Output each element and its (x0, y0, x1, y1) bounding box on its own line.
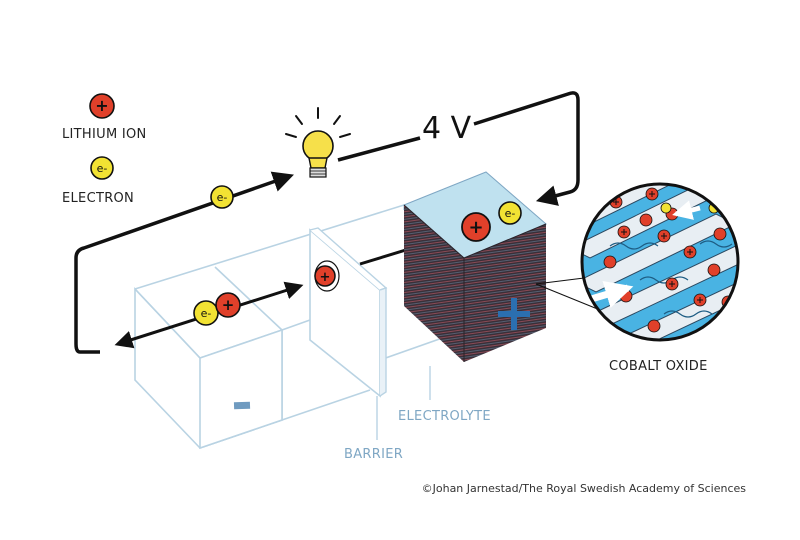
barrier-ion (314, 265, 336, 287)
legend: + LITHIUM ION e- ELECTRON (62, 93, 147, 206)
circuit-wire-left (74, 171, 294, 354)
legend-electron-label: ELECTRON (62, 191, 134, 206)
barrier-label: BARRIER (344, 447, 403, 462)
anode-pair: e- + (193, 292, 241, 326)
wire-electron: e- (210, 185, 234, 209)
circuit-wire-right (337, 91, 580, 200)
credit-line: ©Johan Jarnestad/The Royal Swedish Acade… (422, 482, 747, 495)
anode-ion (215, 292, 241, 318)
cathode: + e- (403, 171, 547, 362)
external-circuit: 4 V e- (74, 91, 580, 354)
voltage-label: 4 V (422, 111, 472, 146)
anode (199, 328, 283, 450)
electrolyte-label: ELECTROLYTE (398, 409, 491, 424)
cathode-ion (461, 212, 491, 242)
cathode-plus-sign (498, 298, 530, 330)
anode-minus-sign (233, 401, 251, 410)
legend-electron-e: e- (97, 162, 108, 175)
wire-electron-e: e- (217, 191, 228, 204)
cobalt-zoom (580, 182, 740, 342)
legend-electron-symbol: e- (90, 156, 114, 180)
barrier: + (309, 227, 388, 398)
barrier-ion-plus: + (320, 270, 331, 285)
anode-electron-e: e- (201, 307, 212, 320)
bulb-icon (285, 107, 351, 178)
anode-electron (193, 300, 219, 326)
cathode-electron (498, 201, 522, 225)
cathode-ion-plus: + (468, 217, 483, 238)
legend-ion-plus: + (95, 96, 108, 115)
cobalt-oxide-label: COBALT OXIDE (609, 359, 708, 374)
legend-ion-symbol: + (89, 93, 115, 119)
anode-ion-plus: + (222, 296, 235, 314)
zoom-leaders (535, 277, 601, 311)
legend-ion-label: LITHIUM ION (62, 127, 147, 142)
cathode-electron-e: e- (505, 207, 516, 220)
label-leaders (376, 366, 431, 440)
